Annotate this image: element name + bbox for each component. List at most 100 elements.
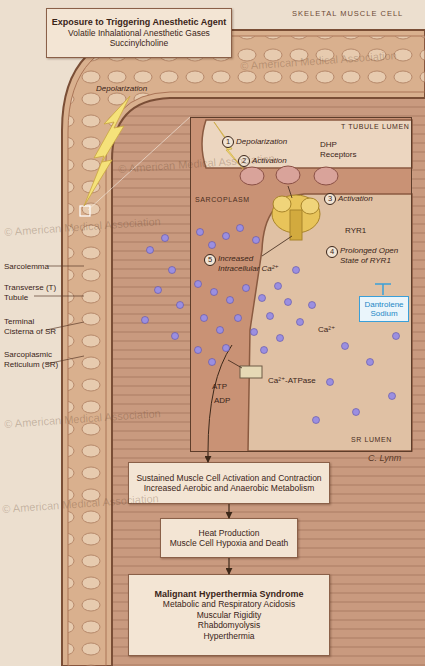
calcium-ion bbox=[253, 237, 260, 244]
step-label: Prolonged Open State of RYR1 bbox=[340, 246, 404, 265]
calcium-pump bbox=[240, 366, 262, 378]
part-label: Transverse (T) Tubule bbox=[4, 283, 60, 302]
molecule-label: ADP bbox=[214, 396, 230, 406]
calcium-ion bbox=[195, 281, 202, 288]
box-text: Sustained Muscle Cell Activation and Con… bbox=[136, 473, 321, 484]
leader-line bbox=[34, 296, 84, 297]
flow-arrow bbox=[228, 558, 229, 574]
box-text: Volatile Inhalational Anesthetic Gases bbox=[68, 28, 210, 39]
box-heading: Exposure to Triggering Anesthetic Agent bbox=[52, 17, 226, 28]
watermark: © American Medical Association bbox=[4, 409, 161, 429]
molecule-label: ATP bbox=[212, 382, 227, 392]
calcium-ion bbox=[243, 285, 250, 292]
box-text: Succinylcholine bbox=[110, 38, 169, 49]
calcium-ion bbox=[155, 287, 162, 294]
syndrome-box: Malignant Hyperthermia SyndromeMetabolic… bbox=[128, 574, 330, 656]
watermark: © American Medical Association bbox=[240, 51, 397, 71]
box-text: SR LUMEN bbox=[351, 436, 392, 443]
inset-background bbox=[190, 117, 412, 452]
box-text: Dantrolene Sodium bbox=[361, 300, 407, 319]
activation-arrow bbox=[288, 186, 292, 198]
ion-label: Ca²⁺ bbox=[318, 325, 335, 335]
flow-line bbox=[208, 345, 232, 452]
part-label: Sarcoplasmic Reticulum (SR) bbox=[4, 350, 62, 369]
calcium-ion bbox=[309, 302, 316, 309]
calcium-ion bbox=[259, 295, 266, 302]
watermark: © American Medical Association bbox=[4, 217, 161, 237]
release-arrow bbox=[262, 236, 292, 256]
calcium-ion bbox=[211, 289, 218, 296]
ryr1-pore bbox=[290, 210, 302, 240]
ryr1-channel bbox=[301, 198, 319, 214]
step-label: Depolarization bbox=[236, 137, 287, 147]
calcium-ion bbox=[285, 299, 292, 306]
calcium-ion bbox=[147, 247, 154, 254]
part-label: Ca²⁺-ATPase bbox=[268, 376, 316, 386]
lightning-bolt bbox=[84, 96, 130, 206]
box-text: Muscle Cell Hypoxia and Death bbox=[170, 538, 289, 549]
box-text: Increased Aerobic and Anaerobic Metaboli… bbox=[144, 483, 315, 494]
box-text: Rhabdomyolysis bbox=[198, 620, 260, 631]
calcium-ion bbox=[237, 225, 244, 232]
cell-title: SKELETAL MUSCLE CELL bbox=[292, 9, 403, 19]
calcium-ion bbox=[389, 393, 396, 400]
calcium-ion bbox=[195, 347, 202, 354]
watermark: © American Medical Association bbox=[118, 154, 275, 174]
callout-number: 3 bbox=[324, 193, 336, 205]
stimulus-label: Depolarization bbox=[96, 84, 147, 94]
process-box: Heat ProductionMuscle Cell Hypoxia and D… bbox=[160, 518, 298, 558]
calcium-ion bbox=[393, 333, 400, 340]
part-label: Terminal Cisterna of SR bbox=[4, 317, 60, 336]
calcium-ion bbox=[313, 417, 320, 424]
calcium-ion bbox=[209, 359, 216, 366]
calcium-ion bbox=[162, 235, 169, 242]
calcium-ion bbox=[235, 315, 242, 322]
calcium-ion bbox=[275, 283, 282, 290]
signature: C. Lynm bbox=[368, 454, 401, 464]
box-heading: Malignant Hyperthermia Syndrome bbox=[154, 589, 303, 600]
calcium-ion bbox=[197, 229, 204, 236]
calcium-ion bbox=[327, 379, 334, 386]
calcium-ion bbox=[367, 359, 374, 366]
flow-arrow bbox=[228, 504, 229, 518]
box-text: Hyperthermia bbox=[203, 631, 254, 642]
watermark: © American Medical Association bbox=[2, 494, 159, 514]
sarcoplasmic-reticulum-network bbox=[68, 36, 425, 666]
part-label: RYR1 bbox=[345, 226, 366, 236]
calcium-ion bbox=[209, 242, 216, 249]
sarcolemma-wall bbox=[62, 30, 425, 666]
calcium-ion bbox=[169, 267, 176, 274]
box-text: Metabolic and Respiratory Acidosis bbox=[163, 599, 295, 610]
calcium-ion bbox=[142, 317, 149, 324]
calcium-ion bbox=[277, 335, 284, 342]
calcium-ion bbox=[353, 409, 360, 416]
calcium-ion bbox=[172, 333, 179, 340]
calcium-ion bbox=[223, 345, 230, 352]
ryr1-channel bbox=[273, 196, 291, 212]
flow-arrow bbox=[207, 452, 208, 462]
dhp-receptor bbox=[314, 167, 338, 185]
calcium-ion bbox=[267, 313, 274, 320]
leader-line bbox=[48, 266, 84, 267]
dhp-receptor bbox=[240, 167, 264, 185]
inhibition-bar bbox=[375, 283, 391, 285]
calcium-ion bbox=[201, 315, 208, 322]
dhp-receptor bbox=[276, 166, 300, 184]
box-text: T TUBULE LUMEN bbox=[341, 123, 409, 130]
calcium-ion bbox=[223, 233, 230, 240]
calcium-ion bbox=[293, 267, 300, 274]
step-label: Increased Intracellular Ca²⁺ bbox=[218, 254, 292, 273]
calcium-ion bbox=[227, 297, 234, 304]
callout-number: 5 bbox=[204, 254, 216, 266]
part-label: Sarcolemma bbox=[4, 262, 49, 272]
calcium-ion bbox=[251, 329, 258, 336]
myofibril-region bbox=[112, 98, 425, 666]
inhibition-bar bbox=[382, 284, 384, 295]
sr-cisterna bbox=[248, 194, 412, 451]
calcium-ion bbox=[177, 302, 184, 309]
calcium-ion bbox=[297, 319, 304, 326]
drug-box: Dantrolene Sodium bbox=[359, 296, 409, 322]
